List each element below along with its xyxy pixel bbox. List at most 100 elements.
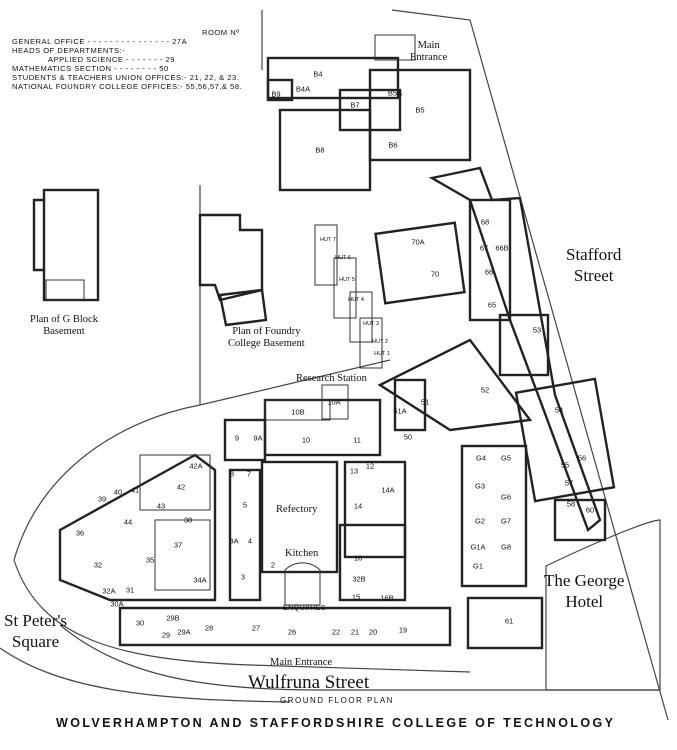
room-label: 10B <box>291 407 305 417</box>
room-label: B5 <box>415 105 425 115</box>
room-label: 13 <box>349 466 359 476</box>
legend-row: HEADS OF DEPARTMENTS:- <box>12 46 126 55</box>
room-label: 38 <box>183 515 193 525</box>
room-label: 35 <box>145 555 155 565</box>
legend: ROOM Nº GENERAL OFFICE - - - - - - - - -… <box>12 28 242 91</box>
room-label: 67 <box>479 243 489 253</box>
room-label: 3A <box>229 536 239 546</box>
g-block <box>460 444 544 650</box>
room-label: 42 <box>176 482 186 492</box>
room-label: 28 <box>204 623 214 633</box>
room-label: 15 <box>351 592 361 602</box>
room-label: 14A <box>381 485 395 495</box>
room-label: 70A <box>411 237 425 247</box>
g-block-basement <box>32 188 100 302</box>
room-label: 32 <box>93 560 103 570</box>
st-peters-square-label: St Peter's Square <box>4 611 68 651</box>
room-label: 5 <box>242 500 248 510</box>
room-label: G5 <box>500 453 512 463</box>
room-label: 12 <box>365 461 375 471</box>
room-label: HUT 7 <box>320 237 336 243</box>
room-label: 9A <box>253 433 263 443</box>
room-label: B6 <box>388 140 398 150</box>
south-range <box>118 606 452 647</box>
street-outlines <box>0 9 669 721</box>
room-label: 39 <box>97 494 107 504</box>
room-label: 29 <box>161 630 171 640</box>
room-label: 11 <box>353 435 361 445</box>
room-label: 65 <box>487 300 497 310</box>
room-label: B4A <box>295 84 311 94</box>
ground-floor-plan-label: GROUND FLOOR PLAN <box>280 696 394 705</box>
room-label: 30A <box>110 599 124 609</box>
room-label: 58 <box>566 499 576 509</box>
room-label: 27 <box>251 623 261 633</box>
kitchen-label: Kitchen <box>285 548 319 559</box>
room-label: 19 <box>398 625 408 635</box>
room-label: 51A <box>393 406 407 416</box>
room-label: 32A <box>102 586 116 596</box>
room-label: G7 <box>500 516 512 526</box>
research-station-label: Research Station <box>296 373 367 384</box>
enquiries-label: ENQUIRIES <box>283 605 327 612</box>
room-label: 40 <box>113 487 123 497</box>
room-label: 36 <box>75 528 85 538</box>
g-block-basement-label: Plan of G Block Basement <box>30 314 98 337</box>
main-entrance-bottom-label: Main Entrance <box>270 657 333 668</box>
room-label: HUT 1 <box>374 351 390 357</box>
room-label: B7 <box>350 100 360 110</box>
refectory-label: Refectory <box>276 504 318 515</box>
room-label: G1 <box>472 561 484 571</box>
room-label: B8 <box>315 145 325 155</box>
room-label: 41 <box>130 485 140 495</box>
room-label: HUT 3 <box>363 321 379 327</box>
legend-row: NATIONAL FOUNDRY COLLEGE OFFICES:- 55,56… <box>12 82 243 91</box>
room-label: 21 <box>350 627 360 637</box>
room-label: 9 <box>234 433 240 443</box>
room-label: G6 <box>500 492 512 502</box>
legend-header: ROOM Nº <box>202 28 240 37</box>
central-quad <box>223 384 407 606</box>
room-label: 7 <box>246 469 252 479</box>
room-label: 20 <box>368 627 378 637</box>
room-label: 53 <box>532 325 542 335</box>
main-entrance-top-label: Main Entrance <box>410 40 448 63</box>
room-label: G8 <box>500 542 512 552</box>
b-block <box>266 34 472 192</box>
room-label: 68 <box>480 217 490 227</box>
room-label: G3 <box>474 481 486 491</box>
room-label: 44 <box>123 517 133 527</box>
room-label: G2 <box>474 516 486 526</box>
room-label: G1A <box>470 542 486 552</box>
room-label: HUT 5 <box>339 277 355 283</box>
room-label: 66 <box>484 267 494 277</box>
room-label: 66B <box>495 243 509 253</box>
room-label: 16 <box>353 553 363 563</box>
west-wing <box>58 453 217 602</box>
room-label: 8 <box>229 469 235 479</box>
room-label: 54 <box>554 405 564 415</box>
stafford-street-label: Stafford Street <box>566 245 622 285</box>
room-label: 26 <box>287 627 297 637</box>
room-label: 30 <box>135 618 145 628</box>
room-label: B4 <box>313 69 323 79</box>
huts <box>314 224 383 369</box>
wulfruna-street-label: Wulfruna Street <box>248 672 370 693</box>
stafford-street-range <box>374 166 616 542</box>
room-label: 4 <box>247 536 253 546</box>
foundry-basement-label: Plan of Foundry College Basement <box>228 326 305 349</box>
room-label: 70 <box>430 269 440 279</box>
legend-row: MATHEMATICS SECTION - - - - - - - - 50 <box>12 64 169 73</box>
room-label: 61 <box>504 616 514 626</box>
room-label: 55 <box>560 460 570 470</box>
room-label: 52 <box>480 385 490 395</box>
room-label: HUT 4 <box>348 297 364 303</box>
room-label: 14 <box>353 501 363 511</box>
room-label: 56 <box>577 453 587 463</box>
foundry-basement <box>198 213 268 327</box>
room-label: 29B <box>166 613 180 623</box>
room-label: 42A <box>189 461 203 471</box>
room-label: 29A <box>177 627 191 637</box>
legend-row: GENERAL OFFICE - - - - - - - - - - - - -… <box>12 37 188 46</box>
room-label: 31 <box>125 585 135 595</box>
